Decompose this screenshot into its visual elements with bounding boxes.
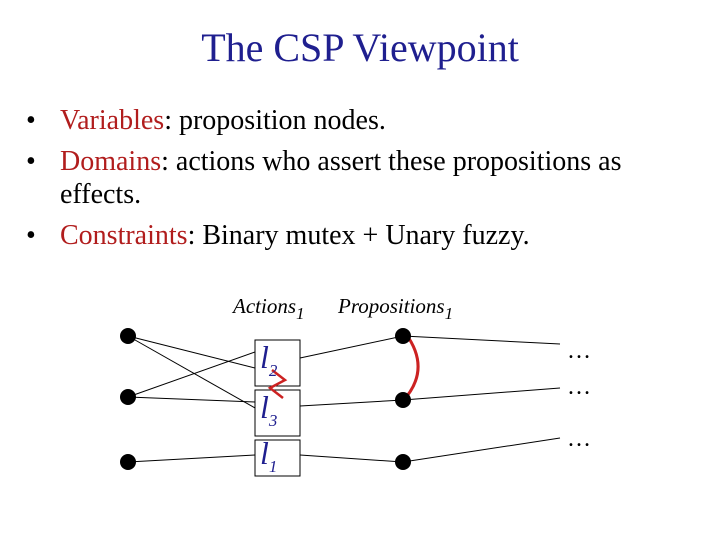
bullet-constraints: • Constraints: Binary mutex + Unary fuzz… (26, 219, 706, 252)
action-label-text: l (260, 339, 269, 375)
edge (402, 437, 561, 463)
edge (127, 396, 256, 403)
bullet-text: : Binary mutex + Unary fuzzy. (187, 220, 530, 251)
action-label-sub: 1 (269, 457, 278, 476)
action-label-text: l (260, 435, 269, 471)
ellipsis: … (567, 338, 591, 364)
bullet-term: Constraints (60, 220, 188, 251)
proposition-node (120, 454, 136, 470)
actions-heading-text: Actions (231, 294, 296, 318)
action-box (254, 389, 301, 437)
propositions-heading-sub: 1 (445, 304, 454, 323)
bullet-term: Variables (60, 105, 165, 136)
action-label-sub: 3 (268, 411, 278, 430)
ellipsis: … (567, 426, 591, 452)
action-box (254, 339, 301, 387)
bullet-variables: • Variables: proposition nodes. (26, 104, 706, 137)
action-label-l2: l2 (260, 339, 278, 380)
actions-heading: Actions1 (231, 294, 305, 323)
bullet-term: Domains (60, 146, 162, 177)
edge (127, 454, 256, 463)
edge (299, 454, 404, 463)
action-label-l1: l1 (260, 435, 277, 476)
edge (127, 335, 256, 369)
edge (127, 351, 256, 398)
action-box (254, 439, 301, 477)
proposition-node (120, 389, 136, 405)
proposition-node (395, 392, 411, 408)
edge (299, 399, 404, 407)
bullet-marker: • (26, 220, 36, 251)
edge (402, 387, 561, 401)
action-mutex-mark (267, 369, 288, 399)
action-label-sub: 2 (269, 361, 278, 380)
proposition-node (395, 454, 411, 470)
actions-heading-sub: 1 (296, 304, 305, 323)
bullet-text: : proposition nodes. (164, 105, 386, 136)
ellipsis: … (567, 374, 591, 400)
bullet-domains: • Domains: actions who assert these prop… (26, 145, 706, 211)
bullet-text: : actions who assert these propositions … (60, 146, 622, 210)
edge (402, 335, 561, 345)
bullet-marker: • (26, 105, 36, 136)
proposition-node (395, 328, 411, 344)
edge (299, 335, 404, 359)
slide-title: The CSP Viewpoint (201, 25, 519, 70)
bullet-list: • Variables: proposition nodes. • Domain… (26, 104, 706, 260)
propositions-heading: Propositions1 (337, 294, 453, 323)
action-label-l3: l3 (260, 389, 277, 430)
propositions-heading-text: Propositions (337, 294, 445, 318)
proposition-node (120, 328, 136, 344)
bullet-marker: • (26, 146, 36, 177)
edge (127, 335, 256, 409)
proposition-mutex-arc (400, 333, 420, 404)
action-label-text: l (260, 389, 269, 425)
